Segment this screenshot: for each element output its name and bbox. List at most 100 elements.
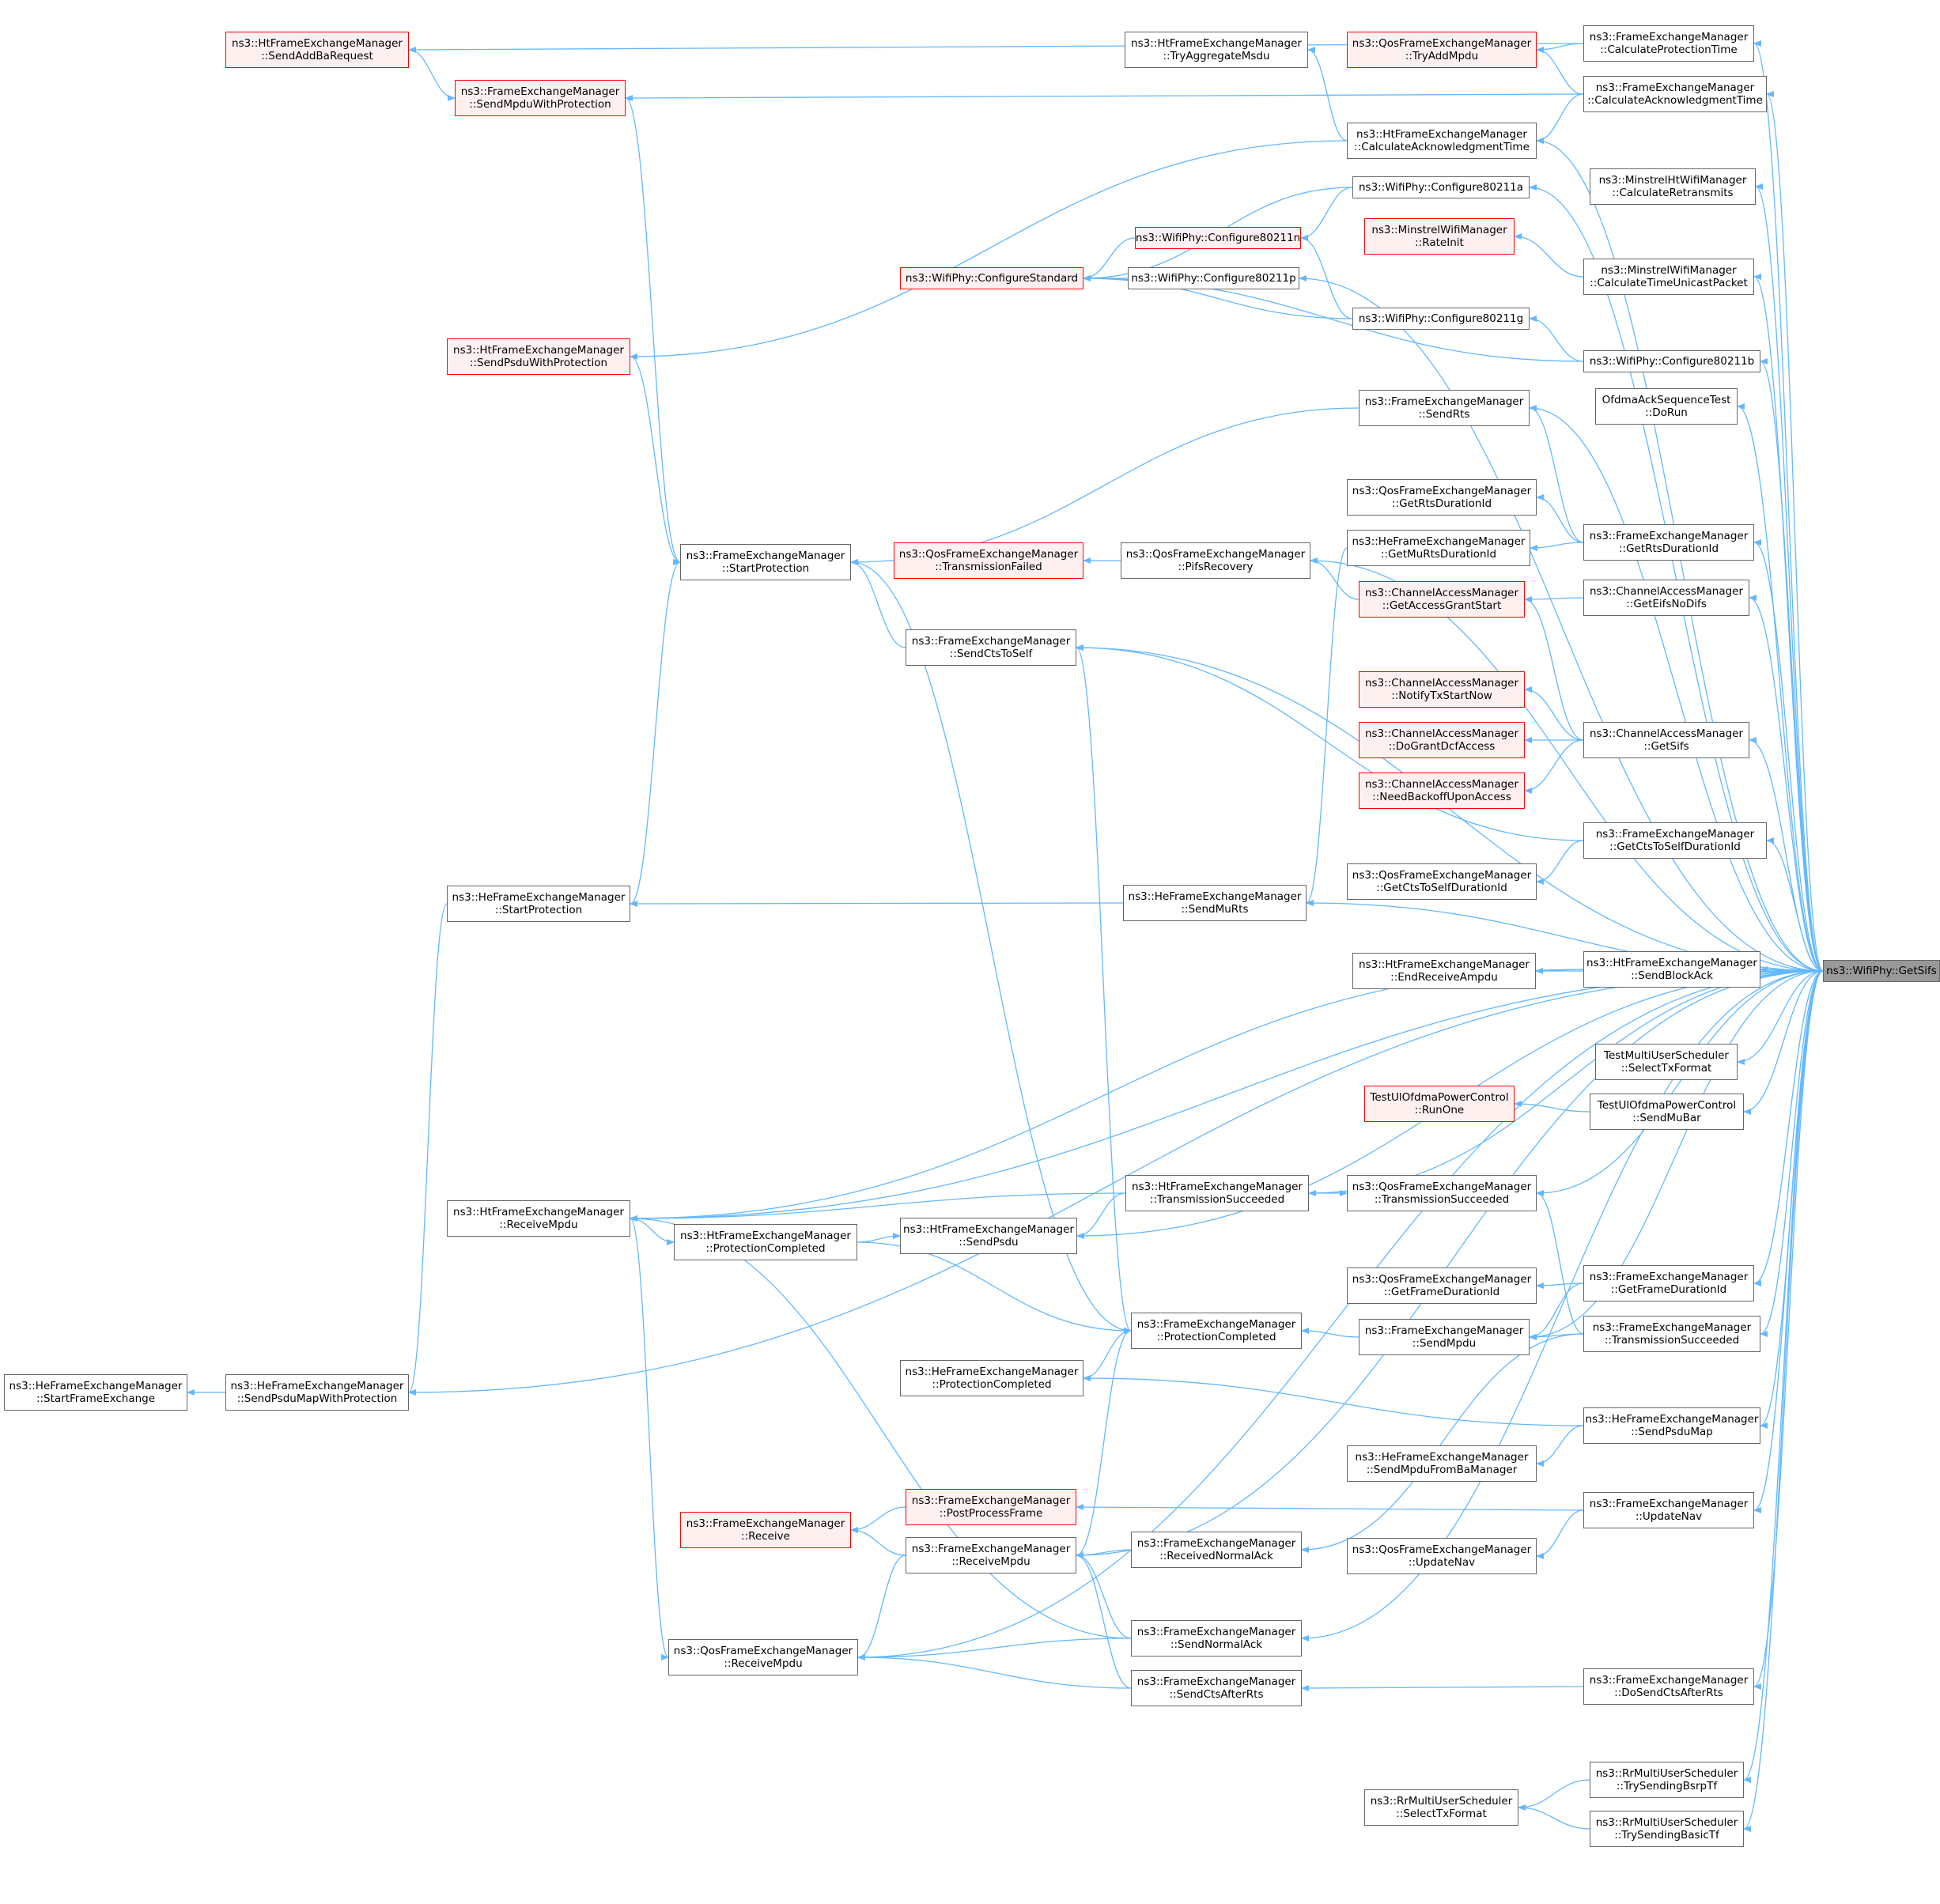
node-qfem-pifsrec[interactable]: ns3::QosFrameExchangeManager::PifsRecove… (1121, 542, 1310, 579)
node-phy-80211n[interactable]: ns3::WifiPhy::Configure80211n (1135, 227, 1301, 249)
node-qfem-tryaddmpdu[interactable]: ns3::QosFrameExchangeManager::TryAddMpdu (1347, 32, 1537, 68)
call-edge (857, 1638, 1132, 1660)
node-label-line: OfdmaAckSequenceTest (1602, 394, 1731, 406)
node-hefem-sendmurts[interactable]: ns3::HeFrameExchangeManager::SendMuRts (1123, 885, 1307, 921)
node-mw-calctime[interactable]: ns3::MinstrelWifiManager::CalculateTimeU… (1583, 259, 1754, 295)
node-mht-calcretrans[interactable]: ns3::MinstrelHtWifiManager::CalculateRet… (1590, 168, 1756, 205)
node-hefem-startprot[interactable]: ns3::HeFrameExchangeManager::StartProtec… (447, 886, 630, 922)
node-qfem-getctsdur[interactable]: ns3::QosFrameExchangeManager::GetCtsToSe… (1347, 863, 1537, 900)
call-edge (630, 1192, 1126, 1222)
node-fem-recvmpdu[interactable]: ns3::FrameExchangeManager::ReceiveMpdu (906, 1537, 1076, 1573)
node-tul-runone[interactable]: TestUlOfdmaPowerControl::RunOne (1364, 1086, 1515, 1122)
node-cam-needbackoff[interactable]: ns3::ChannelAccessManager::NeedBackoffUp… (1359, 773, 1525, 809)
node-fem-postprocess[interactable]: ns3::FrameExchangeManager::PostProcessFr… (906, 1489, 1076, 1525)
call-edge (1743, 970, 1824, 1832)
node-fem-protcomp[interactable]: ns3::FrameExchangeManager::ProtectionCom… (1131, 1313, 1302, 1349)
node-tul-sendmubar[interactable]: TestUlOfdmaPowerControl::SendMuBar (1590, 1094, 1744, 1130)
node-fem-txsucc[interactable]: ns3::FrameExchangeManager::TransmissionS… (1583, 1316, 1760, 1352)
node-label-line: ::TryAggregateMsdu (1163, 50, 1270, 62)
node-fem-getframedur[interactable]: ns3::FrameExchangeManager::GetFrameDurat… (1583, 1265, 1754, 1301)
node-fem-calcack[interactable]: ns3::FrameExchangeManager::CalculateAckn… (1583, 76, 1767, 112)
node-htfem-endrecvampdu[interactable]: ns3::HtFrameExchangeManager::EndReceiveA… (1352, 953, 1536, 989)
node-phy-configstd[interactable]: ns3::WifiPhy::ConfigureStandard (900, 267, 1083, 289)
node-cam-getaccessgrant[interactable]: ns3::ChannelAccessManager::GetAccessGran… (1359, 581, 1525, 618)
node-mw-rateinit[interactable]: ns3::MinstrelWifiManager::RateInit (1364, 218, 1515, 255)
call-edge (1524, 596, 1584, 741)
node-htfem-sendpsduprot[interactable]: ns3::HtFrameExchangeManager::SendPsduWit… (447, 338, 630, 375)
node-fem-sendrts[interactable]: ns3::FrameExchangeManager::SendRts (1359, 390, 1530, 426)
node-qfem-txsucc[interactable]: ns3::QosFrameExchangeManager::Transmissi… (1347, 1175, 1537, 1211)
node-htfem-tryaggmsdu[interactable]: ns3::HtFrameExchangeManager::TryAggregat… (1125, 32, 1308, 68)
node-hefem-sendpsdumap[interactable]: ns3::HeFrameExchangeManager::SendPsduMap (1583, 1407, 1760, 1444)
node-hefem-getmurtsdur[interactable]: ns3::HeFrameExchangeManager::GetMuRtsDur… (1347, 530, 1530, 566)
node-htfem-calcack[interactable]: ns3::HtFrameExchangeManager::CalculateAc… (1347, 123, 1537, 159)
node-cam-notifytx[interactable]: ns3::ChannelAccessManager::NotifyTxStart… (1359, 671, 1525, 708)
node-htfem-protcomp[interactable]: ns3::HtFrameExchangeManager::ProtectionC… (674, 1224, 857, 1260)
node-fem-sendmpduprot[interactable]: ns3::FrameExchangeManager::SendMpduWithP… (455, 80, 626, 116)
node-tmus-selecttx[interactable]: TestMultiUserScheduler::SelectTxFormat (1595, 1044, 1738, 1080)
node-rr-selecttx[interactable]: ns3::RrMultiUserScheduler::SelectTxForma… (1364, 1789, 1518, 1826)
call-edge (850, 559, 906, 648)
call-edge (1753, 970, 1824, 1513)
call-edge (1301, 1328, 1360, 1338)
node-label-line: ns3::QosFrameExchangeManager (898, 548, 1079, 561)
call-edge (1076, 970, 1824, 1558)
node-label-line: ::GetCtsToSelfDurationId (1609, 841, 1741, 853)
node-fem-getrtsdur[interactable]: ns3::FrameExchangeManager::GetRtsDuratio… (1583, 524, 1754, 561)
node-phy-80211a[interactable]: ns3::WifiPhy::Configure80211a (1352, 176, 1530, 198)
node-label-line: ns3::RrMultiUserScheduler (1595, 1767, 1738, 1780)
node-qfem-getframedur[interactable]: ns3::QosFrameExchangeManager::GetFrameDu… (1347, 1267, 1537, 1304)
node-fem-receive[interactable]: ns3::FrameExchangeManager::Receive (680, 1512, 851, 1548)
node-fem-updatenav[interactable]: ns3::FrameExchangeManager::UpdateNav (1583, 1492, 1754, 1528)
node-label-line: ::PifsRecovery (1178, 561, 1254, 573)
node-label-line: ns3::FrameExchangeManager (1592, 1321, 1752, 1334)
node-htfem-recvmpdu[interactable]: ns3::HtFrameExchangeManager::ReceiveMpdu (447, 1200, 630, 1237)
node-htfem-sendblockack[interactable]: ns3::HtFrameExchangeManager::SendBlockAc… (1583, 951, 1760, 988)
node-qfem-txfailed[interactable]: ns3::QosFrameExchangeManager::Transmissi… (894, 542, 1083, 579)
node-hefem-startfe[interactable]: ns3::HeFrameExchangeManager::StartFrameE… (4, 1374, 187, 1411)
node-label-line: ns3::FrameExchangeManager (1589, 1674, 1749, 1687)
node-fem-recvnormalack[interactable]: ns3::FrameExchangeManager::ReceivedNorma… (1131, 1532, 1302, 1568)
call-edge (1306, 547, 1348, 906)
node-htfem-txsucc[interactable]: ns3::HtFrameExchangeManager::Transmissio… (1125, 1175, 1309, 1211)
node-ofdma-dorun[interactable]: OfdmaAckSequenceTest::DoRun (1595, 388, 1738, 425)
node-hefem-sendpsdumapprot[interactable]: ns3::HeFrameExchangeManager::SendPsduMap… (225, 1374, 409, 1411)
node-cam-geteifs[interactable]: ns3::ChannelAccessManager::GetEifsNoDifs (1583, 580, 1749, 616)
node-label-line: ::ProtectionCompleted (932, 1378, 1052, 1391)
node-label-line: TestUlOfdmaPowerControl (1597, 1099, 1737, 1112)
node-fem-startprot[interactable]: ns3::FrameExchangeManager::StartProtecti… (680, 544, 851, 580)
node-fem-getctsdur[interactable]: ns3::FrameExchangeManager::GetCtsToSelfD… (1583, 822, 1767, 859)
node-fem-calcprot[interactable]: ns3::FrameExchangeManager::CalculateProt… (1583, 25, 1754, 62)
node-phy-80211p[interactable]: ns3::WifiPhy::Configure80211p (1128, 267, 1299, 289)
call-edge (1308, 970, 1824, 1196)
call-edge (1536, 1282, 1584, 1289)
call-edge (857, 1241, 1132, 1334)
node-label-line: ns3::HtFrameExchangeManager (453, 1206, 624, 1218)
call-edge (1307, 47, 1348, 142)
node-label-line: ns3::WifiPhy::Configure80211b (1589, 355, 1755, 368)
node-phy-80211g[interactable]: ns3::WifiPhy::Configure80211g (1352, 308, 1530, 330)
node-fem-dosendctsafterrts[interactable]: ns3::FrameExchangeManager::DoSendCtsAfte… (1583, 1668, 1754, 1705)
call-edge (850, 559, 1132, 1332)
node-htfem-sendaddba[interactable]: ns3::HtFrameExchangeManager::SendAddBaRe… (225, 32, 409, 68)
node-fem-sendnormalack[interactable]: ns3::FrameExchangeManager::SendNormalAck (1131, 1620, 1302, 1657)
call-edge (850, 1527, 906, 1556)
node-qfem-getrtsdur[interactable]: ns3::QosFrameExchangeManager::GetRtsDura… (1347, 479, 1537, 516)
call-edge (408, 970, 1824, 1396)
call-edge (1310, 557, 1824, 972)
node-cam-dogrant[interactable]: ns3::ChannelAccessManager::DoGrantDcfAcc… (1359, 722, 1525, 758)
node-rr-trybsrp[interactable]: ns3::RrMultiUserScheduler::TrySendingBsr… (1590, 1762, 1744, 1798)
node-htfem-sendpsdu[interactable]: ns3::HtFrameExchangeManager::SendPsdu (900, 1218, 1077, 1254)
node-fem-sendctsafterrts[interactable]: ns3::FrameExchangeManager::SendCtsAfterR… (1131, 1670, 1302, 1706)
node-cam-getsifs[interactable]: ns3::ChannelAccessManager::GetSifs (1583, 722, 1749, 758)
node-hefem-protcomp[interactable]: ns3::HeFrameExchangeManager::ProtectionC… (900, 1360, 1083, 1396)
node-phy-80211b[interactable]: ns3::WifiPhy::Configure80211b (1583, 350, 1760, 372)
call-edge (1737, 403, 1824, 972)
node-fem-sendmpdu[interactable]: ns3::FrameExchangeManager::SendMpdu (1359, 1319, 1530, 1355)
node-label-line: ::StartProtection (721, 562, 810, 575)
node-qfem-recvmpdu[interactable]: ns3::QosFrameExchangeManager::ReceiveMpd… (668, 1639, 858, 1675)
node-fem-sendctstoself[interactable]: ns3::FrameExchangeManager::SendCtsToSelf (906, 629, 1076, 666)
node-qfem-updatenav[interactable]: ns3::QosFrameExchangeManager::UpdateNav (1347, 1538, 1537, 1574)
node-rr-trybasic[interactable]: ns3::RrMultiUserScheduler::TrySendingBas… (1590, 1811, 1744, 1847)
node-hefem-sendmpdufromba[interactable]: ns3::HeFrameExchangeManager::SendMpduFro… (1347, 1445, 1537, 1482)
